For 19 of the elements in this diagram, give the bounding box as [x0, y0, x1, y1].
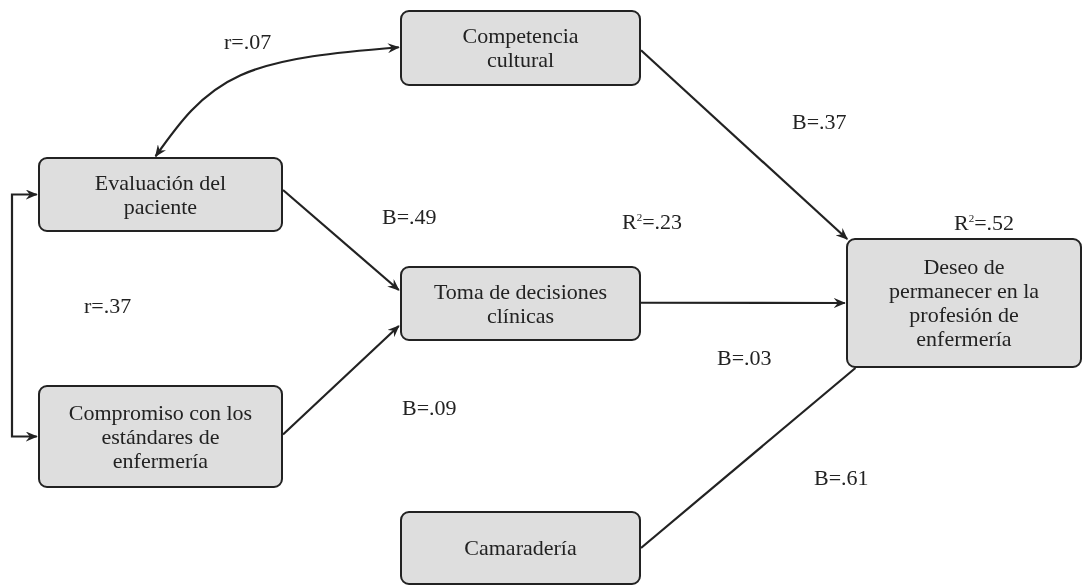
connector-line — [640, 367, 857, 549]
variable-box — [846, 238, 1082, 368]
arrow — [640, 49, 848, 240]
variable-box — [400, 511, 641, 585]
variable-box — [38, 157, 283, 232]
arrow — [10, 189, 38, 442]
variable-box — [400, 266, 641, 341]
variable-name: Camaradería — [464, 536, 577, 560]
arrow — [154, 43, 400, 158]
variable-name: Compromiso con los estándares de enfermería — [67, 400, 254, 473]
arrow — [282, 189, 400, 291]
arrow — [641, 298, 846, 308]
variable-name: Toma de decisiones clínicas — [432, 279, 609, 328]
variable-box — [400, 10, 641, 86]
variable-box — [38, 385, 283, 488]
variable-name: Competencia cultural — [461, 24, 580, 72]
variable-name: Evaluación del paciente — [93, 170, 228, 219]
variable-name: Deseo de permanecer en la profesión de enfermería — [887, 255, 1041, 351]
arrow — [282, 325, 400, 436]
